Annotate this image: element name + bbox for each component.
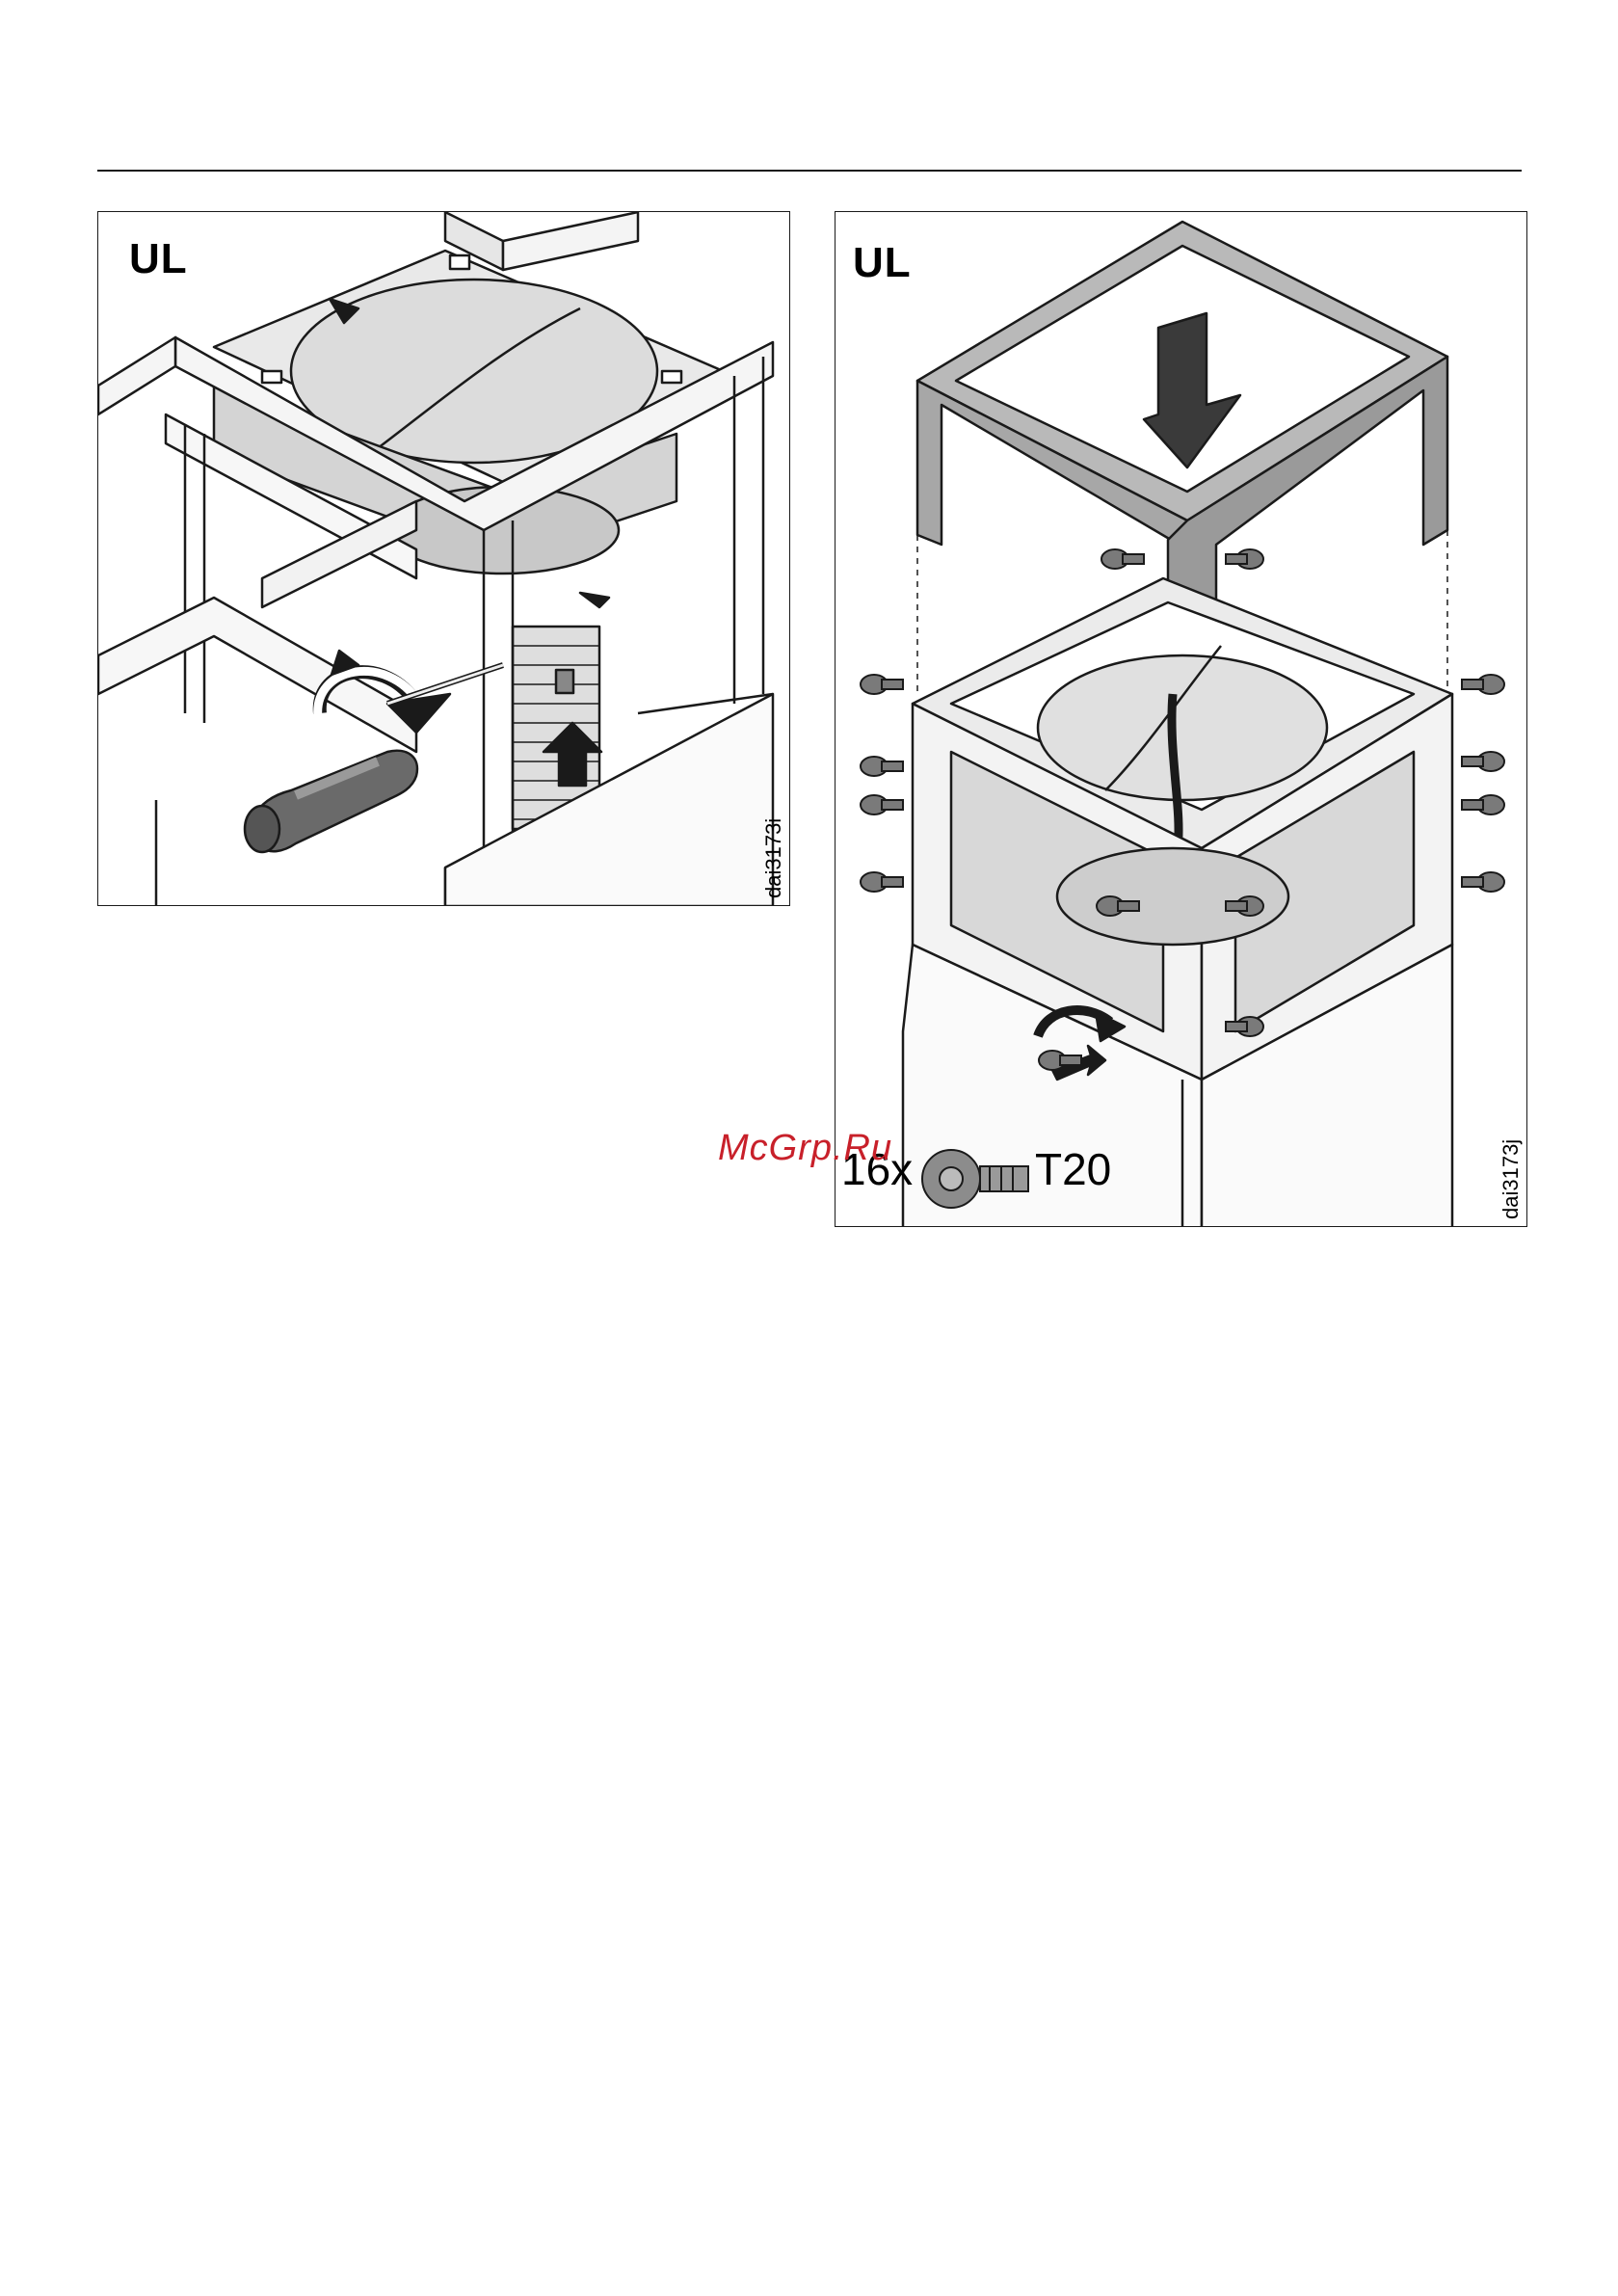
screw-icon bbox=[861, 795, 903, 814]
figure-code: dai3173i bbox=[761, 818, 786, 898]
illustration-panel-left: UL dai3173i bbox=[97, 211, 790, 906]
fan-housing-drawing bbox=[98, 212, 790, 906]
screw-icon bbox=[1462, 872, 1504, 892]
screw-icon bbox=[1462, 795, 1504, 814]
figure-code: dai3173j bbox=[1499, 1139, 1524, 1219]
screw-icon bbox=[861, 757, 903, 776]
screw-icon bbox=[861, 675, 903, 694]
screw-icon bbox=[1101, 549, 1144, 569]
screw-type: T20 bbox=[1035, 1143, 1111, 1195]
illustration-panel-right: UL 16x T20 dai3173j bbox=[835, 211, 1527, 1227]
frame-assembly-drawing bbox=[836, 212, 1527, 1227]
screw-icon bbox=[1462, 675, 1504, 694]
header-rule bbox=[97, 170, 1522, 172]
panel-label: UL bbox=[129, 235, 188, 283]
watermark: McGrp.Ru bbox=[718, 1128, 892, 1169]
screw-icon bbox=[1226, 549, 1263, 569]
screw-icon bbox=[1462, 752, 1504, 771]
screw-icon bbox=[861, 872, 903, 892]
panel-label: UL bbox=[853, 239, 912, 287]
